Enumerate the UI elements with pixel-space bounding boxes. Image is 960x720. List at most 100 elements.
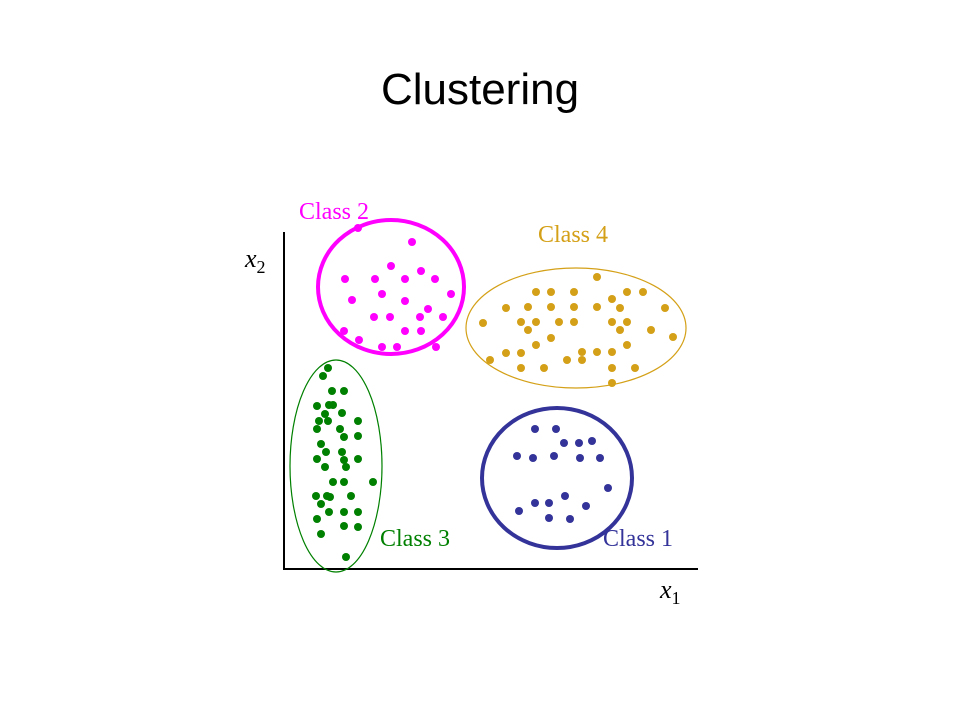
class-2-point [386,313,394,321]
class-1-point [582,502,590,510]
class-3-point [342,463,350,471]
class-1-point [550,452,558,460]
class-4-point [608,364,616,372]
class-3-point [354,417,362,425]
class-1-point [531,425,539,433]
class-3-point [317,440,325,448]
class-3-point [324,417,332,425]
class-3-point [354,432,362,440]
class-3-point [340,433,348,441]
class-4-point [623,288,631,296]
class-4-point [547,288,555,296]
class-2-point [341,275,349,283]
class-4-point [502,304,510,312]
class-1-points [513,425,612,523]
class-3-point [338,409,346,417]
class-1-point [588,437,596,445]
class-3-point [319,372,327,380]
class-2-point [417,267,425,275]
class-3-point [336,425,344,433]
class-4-point [502,349,510,357]
class-4-point [532,318,540,326]
class-2-point [393,343,401,351]
class-2-label: Class 2 [299,199,369,225]
class-3-label: Class 3 [380,526,450,552]
class-3-point [340,508,348,516]
class-2-point [447,290,455,298]
class-2-point [432,343,440,351]
class-1-point [545,514,553,522]
class-4-point [623,341,631,349]
class-4-point [517,318,525,326]
class-3-point [328,387,336,395]
class-4-point [563,356,571,364]
class-3-point [340,456,348,464]
class-2-point [371,275,379,283]
class-1-point [513,452,521,460]
class-2-point [355,336,363,344]
class-2-point [340,327,348,335]
class-4-point [570,303,578,311]
y-axis-label: x2 [244,244,266,277]
class-1-point [604,484,612,492]
class-4-point [486,356,494,364]
class-1-point [545,499,553,507]
class-2-point [378,290,386,298]
class-4-point [608,318,616,326]
class-1-point [531,499,539,507]
class-3-point [342,553,350,561]
class-2-point [408,238,416,246]
class-1-point [575,439,583,447]
class-4-point [555,318,563,326]
class-4-cluster-outline [465,267,687,389]
class-3-point [354,508,362,516]
class-3-point [313,402,321,410]
class-3-point [326,493,334,501]
class-3-point [329,478,337,486]
class-4-point [661,304,669,312]
class-4-point [524,326,532,334]
class-3-point [317,530,325,538]
class-4-point [524,303,532,311]
class-3-point [347,492,355,500]
class-4-point [616,304,624,312]
class-1-point [576,454,584,462]
class-4-point [532,341,540,349]
class-2-point [417,327,425,335]
class-3-point [338,448,346,456]
class-2-point [439,313,447,321]
class-1-label: Class 1 [603,526,673,552]
class-2-point [416,313,424,321]
class-4-point [547,303,555,311]
class-3-point [313,425,321,433]
class-4-point [593,273,601,281]
class-4-point [479,319,487,327]
class-4-point [578,356,586,364]
class-3-point [321,410,329,418]
class-4-point [647,326,655,334]
slide-title: Clustering [380,65,580,114]
class-4-point [547,334,555,342]
class-4-point [593,348,601,356]
class-1-point [560,439,568,447]
class-4-label: Class 4 [538,222,608,248]
class-1-point [596,454,604,462]
class-4-point [570,288,578,296]
class-3-point [340,478,348,486]
class-3-point [321,463,329,471]
class-2-point [370,313,378,321]
class-4-point [669,333,677,341]
class-3-cluster-outline [289,359,383,573]
class-3-point [329,401,337,409]
class-3-point [354,455,362,463]
class-4-point [570,318,578,326]
class-3-point [354,523,362,531]
class-1-point [561,492,569,500]
class-2-point [424,305,432,313]
class-3-points [312,364,377,561]
class-4-point [517,364,525,372]
class-1-point [566,515,574,523]
class-4-point [532,288,540,296]
class-3-point [369,478,377,486]
class-4-point [608,348,616,356]
